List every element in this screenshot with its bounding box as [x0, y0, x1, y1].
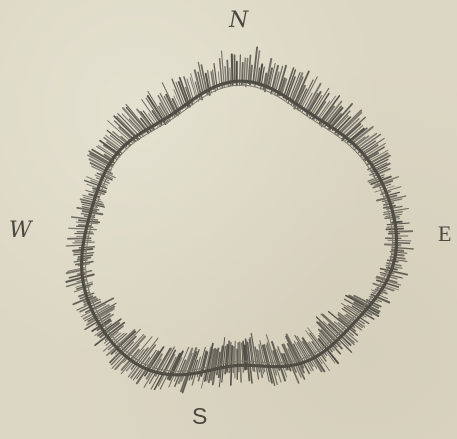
hair-stroke	[385, 217, 399, 219]
north-label: N	[229, 10, 248, 32]
east-label: E	[438, 223, 451, 245]
hair-stroke	[389, 231, 412, 232]
hair-stroke	[233, 347, 234, 373]
south-label: S	[192, 405, 207, 428]
hair-stroke	[81, 214, 94, 216]
hair-strokes	[66, 47, 413, 392]
hair-stroke	[240, 342, 241, 382]
west-label: W	[9, 220, 32, 242]
hair-stroke	[390, 252, 407, 254]
hair-stroke	[388, 240, 411, 241]
hair-stroke	[266, 335, 281, 382]
hair-stroke	[76, 262, 93, 265]
hair-stroke	[390, 257, 405, 259]
hair-stroke	[78, 258, 91, 260]
hair-stroke	[69, 228, 97, 229]
hair-stroke	[79, 225, 91, 226]
hair-stroke	[238, 343, 239, 372]
hair-stroke	[74, 252, 86, 253]
